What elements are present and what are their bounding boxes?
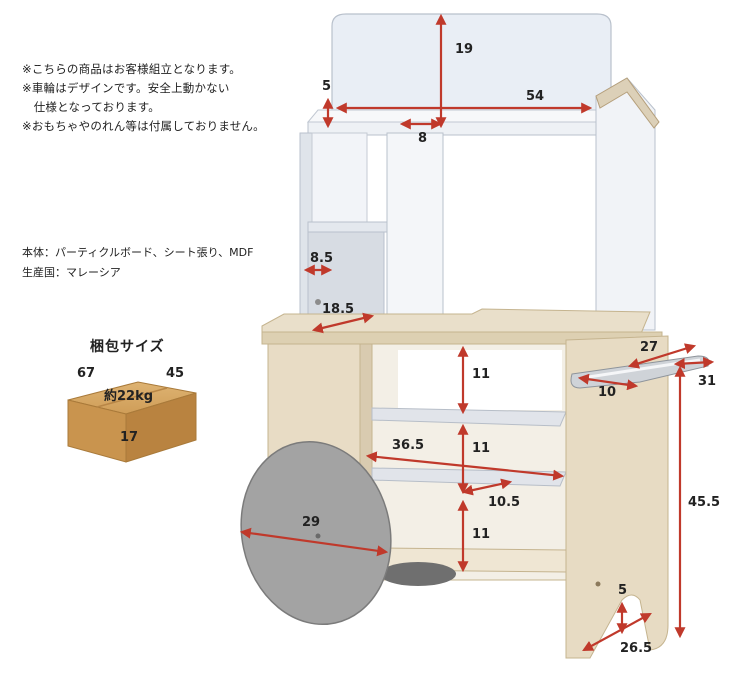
upper-frame: [299, 77, 660, 331]
dim-shelf1-height: 11: [472, 367, 490, 382]
origin-spec: 生産国：マレーシア: [22, 266, 121, 279]
dimension-arrows: [239, 13, 715, 652]
dim-handle-length: 27: [640, 340, 658, 355]
package-weight-label: 約22kg: [104, 388, 153, 404]
package-box-illustration: 約22kg 17: [67, 381, 197, 463]
dim-top-width: 54: [526, 89, 544, 104]
notes-block: ※こちらの商品はお客様組立となります。 ※車輪はデザインです。安全上動かない 仕…: [22, 60, 292, 136]
package-height-label: 17: [120, 430, 138, 445]
package-depth-label: 45: [166, 366, 185, 381]
package-width-label: 67: [77, 366, 96, 381]
dim-foot-height: 5: [618, 583, 627, 598]
dim-handle-offset: 10: [598, 385, 616, 400]
dim-base-depth: 26.5: [620, 641, 652, 656]
dim-inner-depth: 18.5: [322, 302, 354, 317]
dim-small-shelf-height: 8.5: [310, 251, 333, 266]
dim-shelf-width: 36.5: [392, 438, 424, 453]
material-spec: 本体：パーティクルボード、シート張り、MDF: [22, 246, 254, 259]
note-line: ※おもちゃやのれん等は付属しておりません。: [22, 119, 265, 133]
dim-total-height: 45.5: [688, 495, 720, 510]
package-title: 梱包サイズ: [90, 339, 165, 355]
dim-shelf2-height: 11: [472, 441, 490, 456]
dimension-labels: 19 54 5 8 8.5 18.5 27 31 10 11 11 11 36.…: [302, 42, 720, 656]
note-line: ※車輪はデザインです。安全上動かない: [22, 81, 230, 95]
dim-shelf3-height: 11: [472, 527, 490, 542]
dim-shelf-depth: 10.5: [488, 495, 520, 510]
note-line: ※こちらの商品はお客様組立となります。: [22, 62, 241, 76]
dim-top-edge: 5: [322, 79, 331, 94]
dim-divider-offset: 8: [418, 131, 427, 146]
dim-sign-height: 19: [455, 42, 473, 57]
sign-board: [331, 13, 612, 127]
note-line: 仕様となっております。: [22, 100, 160, 114]
dim-wheel-diameter: 29: [302, 515, 320, 530]
spec-block: 本体：パーティクルボード、シート張り、MDF 生産国：マレーシア: [22, 243, 253, 283]
dim-handle-depth: 31: [698, 374, 716, 389]
